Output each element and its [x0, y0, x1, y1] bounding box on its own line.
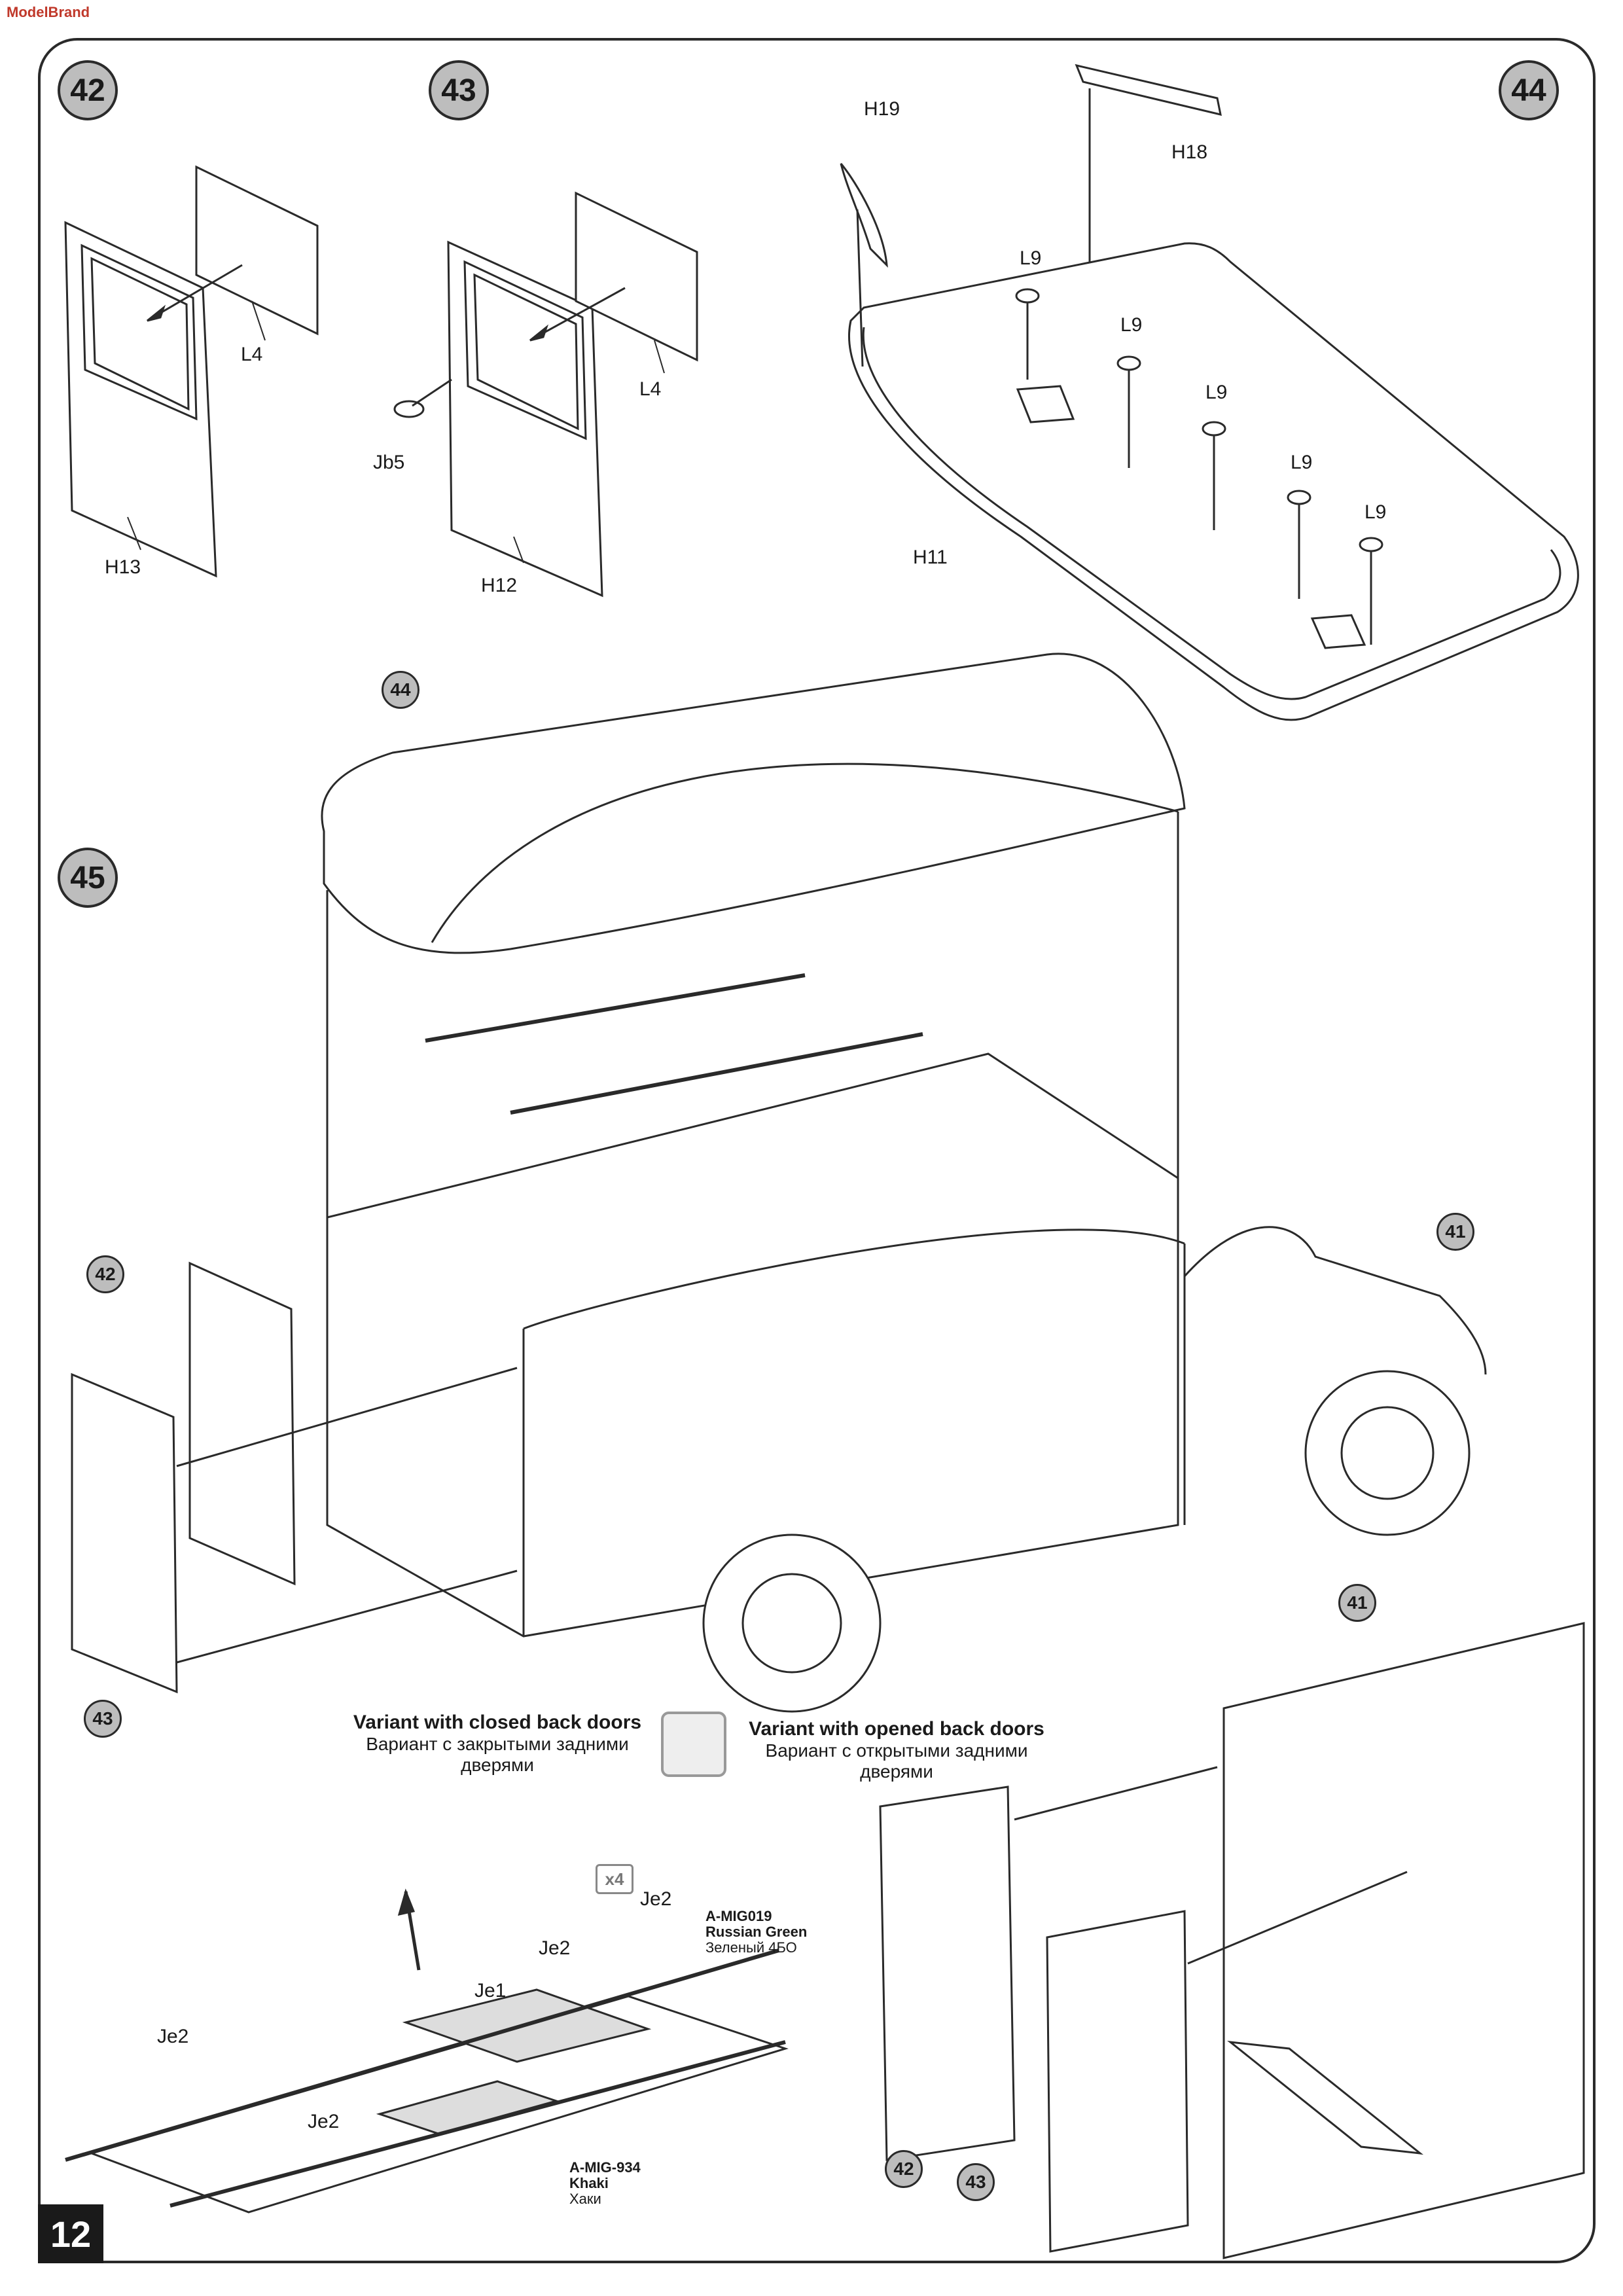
paint-name: Khaki: [569, 2175, 609, 2191]
callout-44: 44: [382, 671, 419, 709]
paint-code: A-MIG019: [705, 1908, 772, 1924]
part-label-jb5: Jb5: [373, 452, 405, 473]
part-label-l9: L9: [1291, 452, 1313, 473]
part-label-je1: Je1: [474, 1980, 507, 2001]
step-44-drawing: [840, 63, 1579, 721]
paint-russian-green: A-MIG019 Russian Green Зеленый 4БО: [705, 1909, 807, 1956]
step-43-badge: 43: [429, 60, 489, 120]
variant-opened-en: Variant with opened back doors: [749, 1718, 1044, 1740]
step-45-badge: 45: [58, 848, 118, 908]
paint-name-ru: Зеленый 4БО: [705, 1939, 797, 1956]
step-42-badge: 42: [58, 60, 118, 120]
part-label-h18: H18: [1171, 141, 1208, 163]
callout-43-detail: 43: [957, 2163, 995, 2201]
paint-code: A-MIG-934: [569, 2159, 641, 2176]
part-label-je2: Je2: [640, 1888, 672, 1910]
l9-studs: [1015, 288, 1383, 645]
variant-opened-caption: Variant with opened back doors Вариант с…: [740, 1718, 1054, 1782]
brand-logo: ModelBrand: [7, 4, 90, 20]
paint-name-ru: Хаки: [569, 2191, 601, 2207]
variant-closed-ru: Вариант с закрытыми задними дверями: [366, 1734, 629, 1775]
part-label-je2: Je2: [308, 2111, 340, 2132]
part-label-l4: L4: [639, 378, 662, 400]
part-label-l9: L9: [1205, 382, 1228, 403]
part-label-je2: Je2: [157, 2026, 189, 2047]
callout-41: 41: [1436, 1213, 1474, 1251]
paint-name: Russian Green: [705, 1924, 808, 1940]
part-label-l9: L9: [1020, 247, 1042, 269]
callout-41-detail: 41: [1338, 1584, 1376, 1622]
quantity-badge: x4: [596, 1864, 633, 1894]
step-43-drawing: [393, 191, 698, 598]
variant-closed-caption: Variant with closed back doors Вариант с…: [340, 1712, 654, 1776]
stretcher-drawing: [65, 1888, 789, 2214]
part-label-h12: H12: [481, 575, 518, 596]
variant-opened-ru: Вариант с открытыми задними дверями: [765, 1740, 1028, 1782]
part-label-l4: L4: [241, 344, 263, 365]
step-45-drawing: [71, 653, 1487, 1713]
step-42-drawing: [64, 165, 319, 578]
part-label-je2: Je2: [539, 1937, 571, 1959]
callout-42-detail: 42: [885, 2150, 923, 2188]
part-label-h11: H11: [913, 547, 948, 568]
swap-arrows-icon: [661, 1712, 726, 1777]
step-44-badge: 44: [1499, 60, 1559, 120]
page-number: 12: [38, 2204, 103, 2263]
opened-doors-drawing: [879, 1622, 1585, 2259]
callout-43: 43: [84, 1700, 122, 1738]
part-label-h13: H13: [105, 556, 141, 578]
callout-42: 42: [86, 1255, 124, 1293]
variant-closed-en: Variant with closed back doors: [353, 1712, 642, 1733]
part-label-l9: L9: [1364, 501, 1387, 523]
part-label-h19: H19: [864, 98, 901, 120]
paint-khaki: A-MIG-934 Khaki Хаки: [569, 2160, 641, 2207]
part-label-l9: L9: [1120, 314, 1143, 336]
